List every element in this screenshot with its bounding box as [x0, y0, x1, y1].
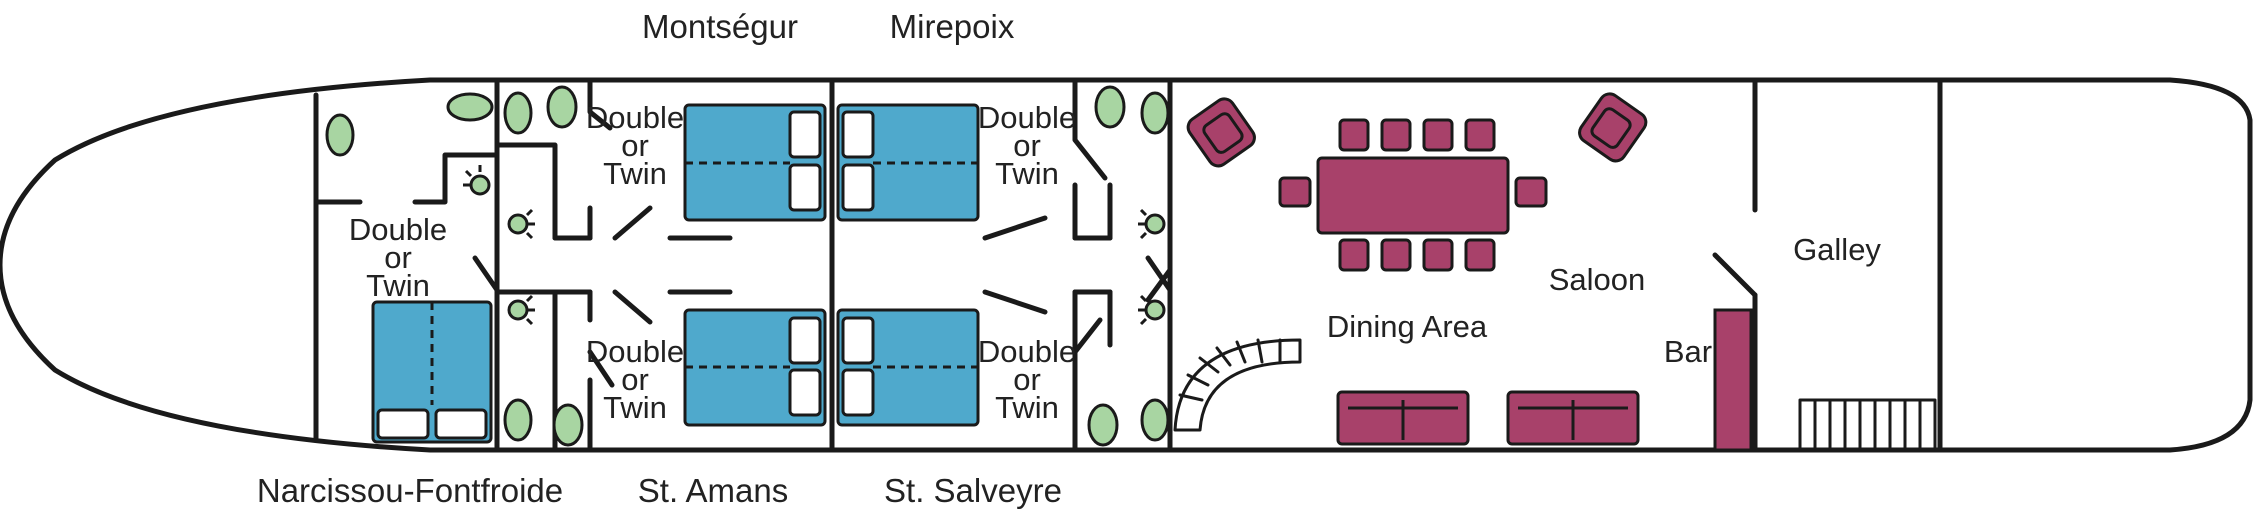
toilet-icon [552, 403, 584, 447]
beds [371, 103, 980, 444]
armchair-icon [1186, 97, 1256, 168]
svg-text:or: or [384, 240, 412, 275]
sofa-icon [1336, 390, 1470, 446]
svg-text:or: or [621, 128, 649, 163]
staircase [1173, 338, 1302, 432]
dining-area-label: Dining Area [1327, 309, 1488, 344]
saloon-furniture [1186, 92, 1753, 452]
light-icon [507, 208, 535, 240]
svg-text:Double: Double [349, 212, 447, 247]
svg-text:Twin: Twin [995, 156, 1059, 191]
bulkheads [313, 79, 1943, 451]
svg-text:or: or [621, 362, 649, 397]
chair-icon [1380, 238, 1412, 272]
light-icon [463, 165, 491, 196]
area-labels: Dining Area Saloon Galley Bar [1327, 232, 1882, 369]
chair-icon [1464, 118, 1496, 152]
chair-icon [1422, 238, 1454, 272]
sink-icon [1140, 91, 1170, 135]
chair-icon [1464, 238, 1496, 272]
dining-table [1316, 156, 1510, 235]
bed-narcissou-fontfroide [371, 300, 493, 444]
cabin-name-montsegur: Montségur [642, 8, 798, 45]
bed-type-st-amans: Double or Twin [586, 334, 684, 425]
svg-text:Twin: Twin [366, 268, 430, 303]
svg-text:Double: Double [586, 334, 684, 369]
hull-outline [0, 77, 2253, 453]
toilet-icon [546, 85, 578, 129]
bed-st-amans [683, 308, 827, 427]
cabin-name-mirepoix: Mirepoix [890, 8, 1015, 45]
bed-montsegur [683, 103, 827, 222]
light-icon [1138, 294, 1166, 326]
galley-label: Galley [1793, 232, 1881, 267]
toilet-icon [1094, 85, 1126, 129]
svg-text:Double: Double [586, 100, 684, 135]
inner-walls [313, 79, 1173, 451]
cabin-name-st-salveyre: St. Salveyre [884, 472, 1062, 509]
cabin-name-narcissou: Narcissou-Fontfroide [257, 472, 563, 509]
bed-mirepoix [836, 103, 980, 222]
saloon-label: Saloon [1549, 262, 1646, 297]
bathroom-fixtures [325, 85, 1170, 447]
armchair-icon [1578, 92, 1648, 163]
light-icon [1138, 208, 1166, 240]
bed-st-salveyre [836, 308, 980, 427]
bar-label: Bar [1664, 334, 1712, 369]
svg-text:Double: Double [978, 334, 1076, 369]
sink-icon [1140, 398, 1170, 442]
chair-icon [1422, 118, 1454, 152]
shower-lights [463, 165, 1166, 326]
sink-icon [503, 91, 533, 135]
bed-type-bow: Double or Twin [349, 212, 447, 303]
svg-text:Twin: Twin [603, 390, 667, 425]
chair-icon [1338, 238, 1370, 272]
svg-text:Twin: Twin [603, 156, 667, 191]
svg-text:Twin: Twin [995, 390, 1059, 425]
chair-icon [1514, 176, 1548, 208]
sink-icon [325, 113, 355, 157]
sofa-icon [1506, 390, 1640, 446]
bed-type-st-salveyre: Double or Twin [978, 334, 1076, 425]
bed-type-montsegur: Double or Twin [586, 100, 684, 191]
bed-type-labels: Double or Twin Double or Twin Double or … [349, 100, 1076, 425]
galley-stairs [1798, 398, 1937, 452]
cabin-labels: Montségur Mirepoix Narcissou-Fontfroide … [257, 8, 1062, 509]
chair-icon [1278, 176, 1312, 208]
chair-icon [1380, 118, 1412, 152]
sink-icon [503, 398, 533, 442]
bar-counter [1713, 308, 1753, 452]
chair-icon [1338, 118, 1370, 152]
bed-type-mirepoix: Double or Twin [978, 100, 1076, 191]
svg-text:or: or [1013, 128, 1041, 163]
toilet-icon [446, 92, 494, 122]
light-icon [507, 294, 535, 326]
cabin-name-st-amans: St. Amans [638, 472, 788, 509]
toilet-icon [1087, 403, 1119, 447]
svg-text:Double: Double [978, 100, 1076, 135]
svg-text:or: or [1013, 362, 1041, 397]
